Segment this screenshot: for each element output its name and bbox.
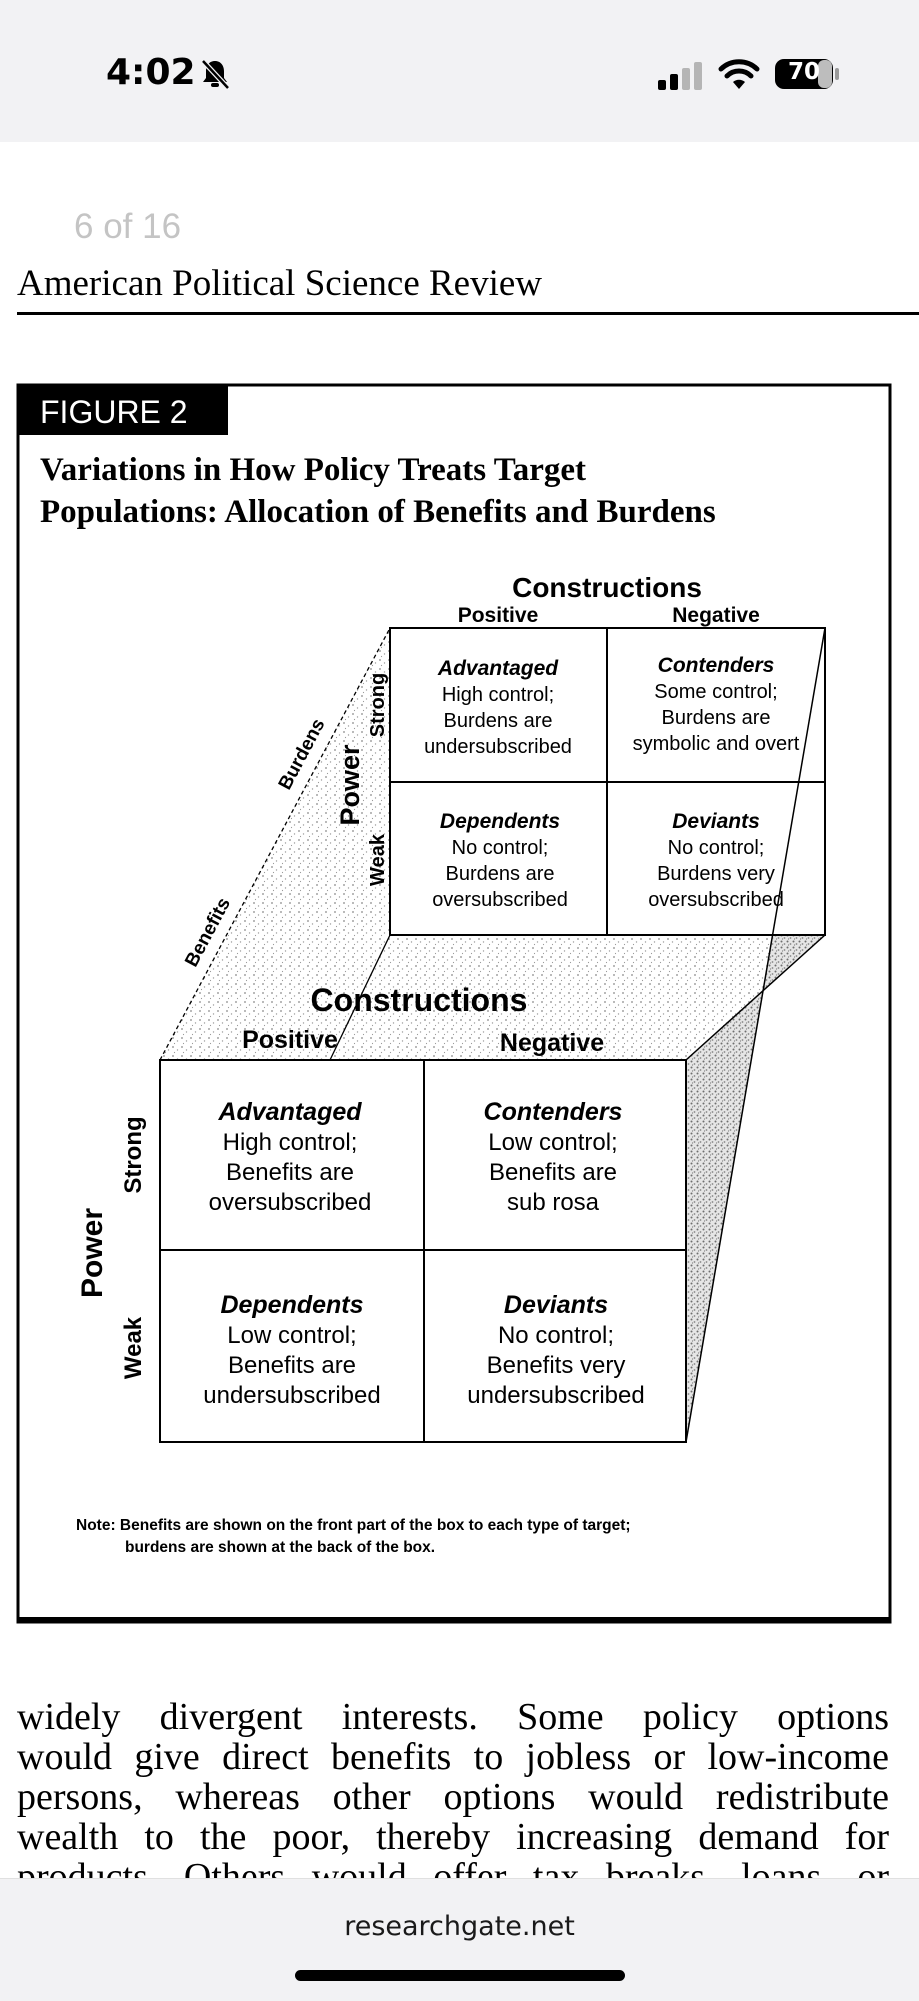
- front-power-label: Power: [76, 1208, 109, 1298]
- home-indicator[interactable]: [295, 1970, 625, 1981]
- front-negative-label: Negative: [500, 1029, 604, 1057]
- cell-line: undersubscribed: [203, 1382, 380, 1409]
- front-strong-label: Strong: [120, 1116, 147, 1193]
- cell-line: oversubscribed: [432, 889, 568, 911]
- front-cell-deviants: Deviants No control; Benefits very under…: [467, 1291, 644, 1409]
- back-constructions-label: Constructions: [512, 572, 702, 603]
- battery-level: 70: [787, 59, 820, 85]
- back-power-label: Power: [335, 744, 365, 826]
- body-line: would give direct benefits to jobless or…: [17, 1736, 889, 1778]
- edge-bottom-left: [329, 934, 391, 1061]
- figure-badge: [18, 385, 228, 435]
- cell-line: Benefits are: [489, 1159, 617, 1186]
- figure-bottom-rule: [17, 1617, 891, 1623]
- edge-top-right: [685, 627, 826, 1443]
- article-body-text: widely divergent interests. Some policy …: [17, 1697, 889, 1897]
- back-strong-label: Strong: [367, 673, 389, 737]
- cell-name: Advantaged: [437, 657, 559, 680]
- front-cell-contenders: Contenders Low control; Benefits are sub…: [484, 1098, 623, 1216]
- cell-line: Benefits are: [226, 1159, 354, 1186]
- figure-title-line-1: Variations in How Policy Treats Target: [40, 452, 586, 488]
- figure-note-line-2: burdens are shown at the back of the box…: [125, 1539, 435, 1556]
- back-cell-dependents: Dependents No control; Burdens are overs…: [432, 810, 568, 911]
- back-negative-label: Negative: [672, 604, 760, 627]
- cellular-signal-icon: [658, 62, 702, 90]
- edge-top-left: [159, 627, 391, 1061]
- cell-line: Some control;: [654, 681, 777, 703]
- cell-line: symbolic and overt: [633, 733, 800, 755]
- cell-line: Benefits very: [487, 1352, 626, 1379]
- body-line: widely divergent interests. Some policy …: [17, 1696, 889, 1738]
- edge-bottom-right: [685, 934, 826, 1061]
- bottom-face: [160, 935, 825, 1060]
- front-grid: [159, 1059, 687, 1443]
- cell-name: Contenders: [484, 1098, 623, 1126]
- cell-line: oversubscribed: [209, 1189, 372, 1216]
- figure-badge-label: FIGURE 2: [40, 394, 188, 430]
- battery-icon: [775, 59, 839, 89]
- cell-line: undersubscribed: [424, 736, 572, 758]
- back-grid: [389, 627, 826, 936]
- front-cell-advantaged: Advantaged High control; Benefits are ov…: [209, 1098, 372, 1216]
- cell-name: Deviants: [504, 1291, 608, 1319]
- bell-slash-icon: [201, 59, 230, 90]
- front-positive-label: Positive: [242, 1026, 338, 1054]
- back-weak-label: Weak: [367, 833, 389, 886]
- back-cell-deviants: Deviants No control; Burdens very oversu…: [648, 810, 784, 911]
- cell-name: Deviants: [672, 810, 760, 833]
- cell-line: sub rosa: [507, 1189, 600, 1216]
- back-positive-label: Positive: [458, 604, 539, 627]
- status-bar: [0, 0, 919, 142]
- front-cell-dependents: Dependents Low control; Benefits are und…: [203, 1291, 380, 1409]
- cell-line: undersubscribed: [467, 1382, 644, 1409]
- wifi-icon: [718, 59, 760, 89]
- front-weak-label: Weak: [120, 1316, 147, 1379]
- cell-name: Contenders: [658, 654, 775, 677]
- back-cell-advantaged: Advantaged High control; Burdens are und…: [424, 657, 572, 758]
- cell-line: No control;: [668, 837, 765, 859]
- cell-line: Burdens are: [662, 707, 771, 729]
- back-cell-contenders: Contenders Some control; Burdens are sym…: [633, 654, 800, 755]
- cell-line: Burdens are: [446, 863, 555, 885]
- journal-title: American Political Science Review: [17, 263, 543, 304]
- cell-line: High control;: [223, 1129, 358, 1156]
- figure-2: FIGURE 2 Variations in How Policy Treats…: [16, 383, 892, 1624]
- cell-line: Burdens are: [444, 710, 553, 732]
- cell-name: Advantaged: [217, 1098, 362, 1126]
- cell-line: No control;: [498, 1322, 614, 1349]
- journal-rule: [17, 312, 919, 315]
- body-line: wealth to the poor, thereby increasing d…: [17, 1816, 889, 1858]
- cell-line: Benefits are: [228, 1352, 356, 1379]
- cell-line: Burdens very: [657, 863, 775, 885]
- cell-line: oversubscribed: [648, 889, 784, 911]
- status-time: 4:02: [106, 52, 196, 93]
- body-line: persons, whereas other options would red…: [17, 1776, 889, 1818]
- cell-name: Dependents: [220, 1291, 363, 1319]
- page-counter: 6 of 16: [74, 207, 182, 246]
- cell-line: Low control;: [227, 1322, 356, 1349]
- cell-line: High control;: [442, 684, 554, 706]
- cell-line: No control;: [452, 837, 549, 859]
- cell-line: Low control;: [488, 1129, 617, 1156]
- front-constructions-label: Constructions: [311, 982, 528, 1018]
- figure-title-line-2: Populations: Allocation of Benefits and …: [40, 494, 716, 530]
- figure-note-line-1: Note: Benefits are shown on the front pa…: [76, 1517, 631, 1534]
- cell-name: Dependents: [440, 810, 560, 833]
- address-bar-url[interactable]: researchgate.net: [344, 1911, 575, 1942]
